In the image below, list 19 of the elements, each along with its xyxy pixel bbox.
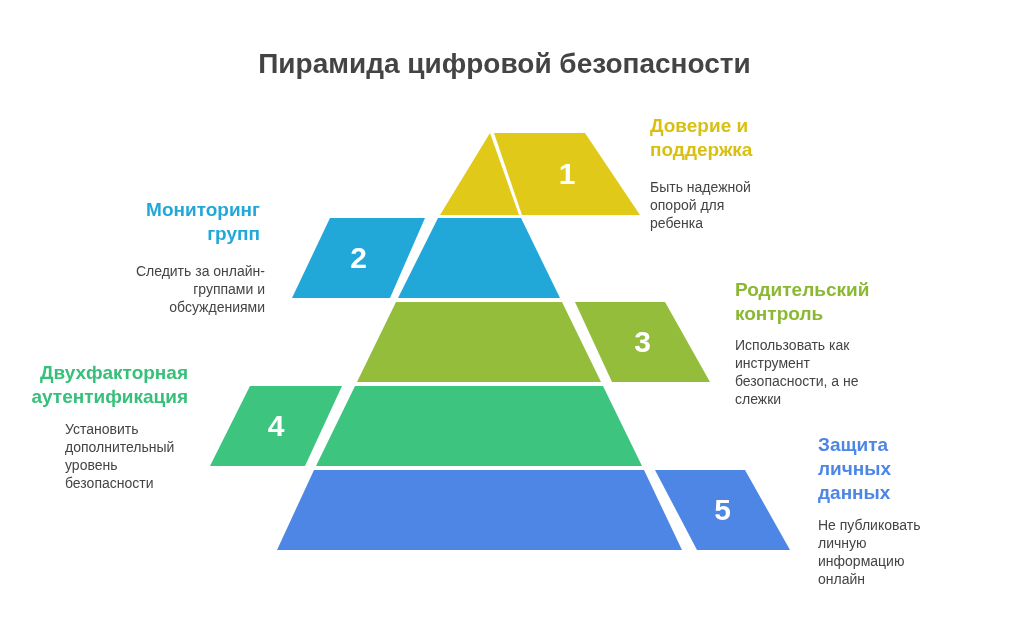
step-description: Быть надежной опорой для ребенка: [650, 178, 752, 232]
step-heading: Мониторинг групп: [145, 198, 260, 246]
number-parallelogram: 5: [655, 470, 790, 550]
title: Пирамида цифровой безопасности: [257, 48, 752, 80]
step-description: Следить за онлайн-группами и обсуждениями: [134, 262, 265, 316]
step-description: Не публиковать личную информацию онлайн: [818, 516, 922, 588]
number-parallelogram: 4: [210, 386, 342, 466]
step-heading: Защита личных данных: [818, 433, 893, 505]
step-description: Установить дополнительный уровень безопасности: [65, 420, 176, 492]
step-heading: Родительский контроль: [735, 278, 871, 326]
number-parallelogram: 1: [494, 133, 640, 215]
step-heading: Двухфакторная аутентификация: [30, 361, 188, 409]
number-parallelogram: 3: [575, 302, 710, 382]
pyramid-layer-trapezoid: [398, 218, 560, 298]
step-description: Использовать как инструмент безопасности, а не слежки: [735, 336, 860, 408]
pyramid-top-triangle: [440, 133, 519, 215]
step-heading: Доверие и поддержка: [650, 114, 754, 162]
pyramid-layer-trapezoid: [357, 302, 601, 382]
number-parallelogram: 2: [292, 218, 425, 298]
